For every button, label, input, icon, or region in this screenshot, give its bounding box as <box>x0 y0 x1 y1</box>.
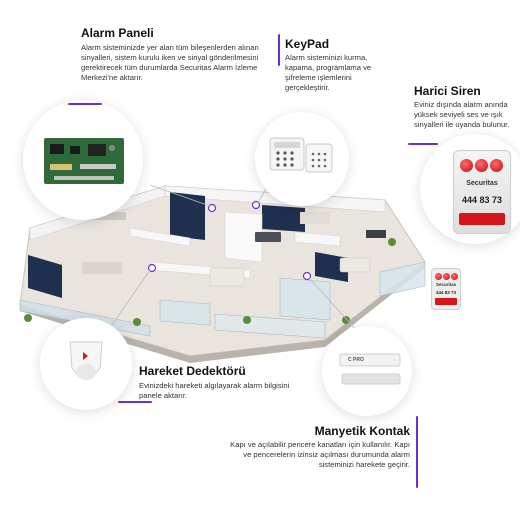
plant-5 <box>388 238 396 246</box>
keypad-description: Alarm sisteminizi kurma, kapama, program… <box>285 53 372 92</box>
siren-lamp-icon <box>451 273 458 280</box>
external-siren-description: Eviniz dışında alarm anında yüksek seviy… <box>414 100 510 129</box>
keypad-device-icon <box>269 137 333 173</box>
siren-small-red-strip <box>435 298 457 305</box>
plant-1 <box>24 314 32 322</box>
partition-4 <box>294 231 341 247</box>
external-siren-accent <box>408 143 438 145</box>
keypad-accent <box>278 34 280 66</box>
keypad-title: KeyPad <box>285 37 330 51</box>
siren-lamp-icon <box>435 273 442 280</box>
magnetic-contact-title: Manyetik Kontak <box>314 424 410 438</box>
plant-2 <box>133 318 141 326</box>
alarm-panel-title: Alarm Paneli <box>81 26 154 40</box>
front-glass-right <box>379 261 426 297</box>
siren-lamp-icon <box>475 159 488 172</box>
partition-2 <box>224 211 263 263</box>
motion-detector-icon <box>69 341 103 380</box>
motion-detector-accent <box>118 401 152 403</box>
connector-contact <box>308 277 361 335</box>
siren-phone: 444 83 73 <box>461 195 503 205</box>
pin-contact[interactable] <box>302 271 312 281</box>
house-siren-device: Securitas 444 83 73 <box>431 268 461 310</box>
siren-red-strip <box>459 213 505 225</box>
contact-sensor-label: C PRO <box>348 357 364 363</box>
alarm-panel-description: Alarm sisteminizde yer alan tüm bileşenl… <box>81 43 259 82</box>
pin-motion[interactable] <box>147 263 157 273</box>
external-siren-device: Securitas 444 83 73 <box>453 150 511 234</box>
navy-wall-4 <box>315 252 348 282</box>
alarm-panel-accent <box>68 103 102 105</box>
dining-table <box>255 232 281 242</box>
motion-detector-title: Hareket Dedektörü <box>139 364 246 378</box>
siren-small-brand: Securitas <box>435 282 457 287</box>
siren-small-phone: 444 83 73 <box>435 290 457 295</box>
magnetic-contact-icon <box>339 353 401 385</box>
balcony-rail <box>214 313 326 339</box>
pin-alarm-panel[interactable] <box>207 203 217 213</box>
wardrobe <box>300 212 330 224</box>
partition-1 <box>129 227 191 247</box>
front-glass-mid2 <box>279 277 331 321</box>
magnetic-contact-description: Kapı ve açılabilir pencere kanatları içi… <box>230 440 410 469</box>
siren-lamp-icon <box>460 159 473 172</box>
magnetic-contact-accent <box>416 416 418 488</box>
sofa <box>82 262 122 274</box>
alarm-panel-board-icon <box>44 138 124 184</box>
external-siren-title: Harici Siren <box>414 84 481 98</box>
plant-4 <box>342 316 350 324</box>
front-glass-mid <box>159 299 211 326</box>
navy-wall-2 <box>262 205 305 232</box>
navy-wall-3 <box>28 255 62 298</box>
tv-unit <box>366 230 386 238</box>
bed-2 <box>339 257 371 273</box>
pin-keypad[interactable] <box>251 200 261 210</box>
connector-motion <box>104 269 151 336</box>
connector-alarm <box>149 184 211 207</box>
contact-circle <box>322 326 412 416</box>
siren-brand: Securitas <box>466 180 498 187</box>
motion-detector-description: Evinizdeki hareketi algılayarak alarm bi… <box>139 381 290 400</box>
plant-3 <box>243 316 251 324</box>
navy-wall-1 <box>170 192 205 240</box>
bed-1 <box>209 267 245 287</box>
siren-lamp-icon <box>443 273 450 280</box>
siren-lamp-icon <box>490 159 503 172</box>
